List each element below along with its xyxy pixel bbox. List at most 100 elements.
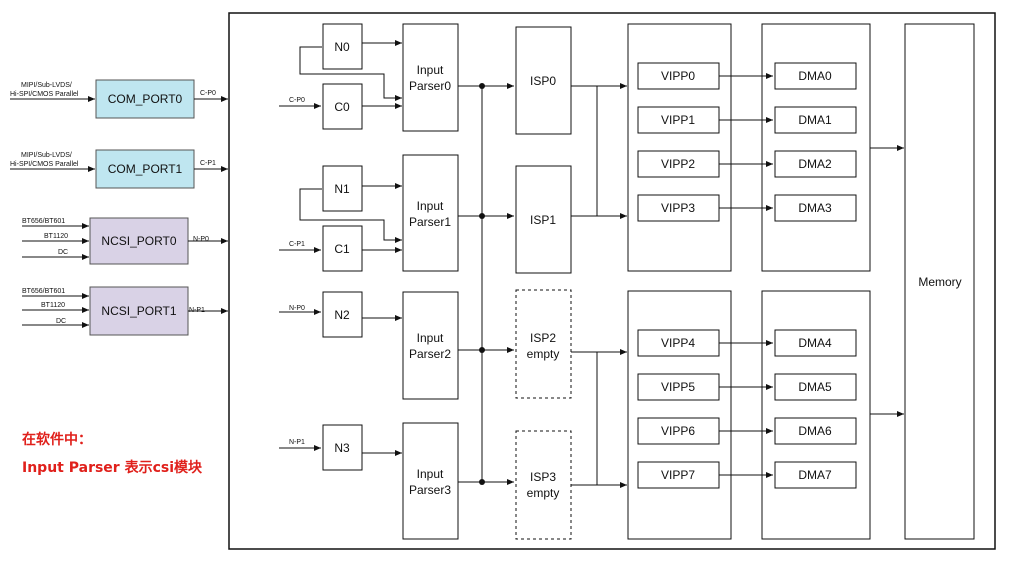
- dma-4-label: DMA4: [798, 336, 832, 350]
- dma-0: [774, 62, 857, 90]
- dma-6-label: DMA6: [798, 424, 832, 438]
- isp-3-empty: ISP3 empty: [515, 430, 572, 540]
- node-c0: [322, 83, 363, 130]
- svg-text:Parser3: Parser3: [409, 483, 451, 497]
- ncsi-port-1: BT656/BT601 BT1120 DC NCSI_PORT1 N-P1: [22, 286, 228, 336]
- svg-text:Parser1: Parser1: [409, 215, 451, 229]
- vipp-6: [637, 417, 720, 445]
- vipp-3: [637, 194, 720, 222]
- dma-memory-wiring: [870, 145, 904, 417]
- memory-label: Memory: [918, 275, 961, 289]
- vipp-2: [637, 150, 720, 178]
- vipp-group-bottom: [627, 290, 732, 540]
- dma-0-label: DMA0: [798, 69, 832, 83]
- dma-7: [774, 461, 857, 489]
- ncsi-port-0: BT656/BT601 BT1120 DC NCSI_PORT0 N-P0: [22, 217, 228, 265]
- dma-3: [774, 194, 857, 222]
- svg-text:empty: empty: [527, 347, 560, 361]
- node-n2: [322, 291, 363, 338]
- isp-2-empty: ISP2 empty: [515, 289, 572, 399]
- ncsi-port-0-input-label-2: BT1120: [44, 233, 68, 240]
- vipp-5-label: VIPP5: [661, 380, 695, 394]
- node-n3: [322, 424, 363, 471]
- node-c1-label: C1: [334, 242, 350, 256]
- com-port-0-input-label-2: Hi-SPI/CMOS Parallel: [10, 91, 79, 98]
- input-c-p0-label: C-P0: [289, 97, 305, 104]
- com-port-0-output-label: C-P0: [200, 90, 216, 97]
- svg-text:ISP1: ISP1: [530, 213, 556, 227]
- dma-1: [774, 106, 857, 134]
- note-line-2: Input Parser 表示csi模块: [22, 459, 203, 476]
- ncsi-port-1-input-label-1: BT656/BT601: [22, 288, 65, 295]
- com-port-1-input-label-2: Hi-SPI/CMOS Parallel: [10, 161, 79, 168]
- svg-text:Input: Input: [417, 63, 444, 77]
- isp-1: ISP1: [515, 165, 572, 274]
- parser-isp-crossbar: [458, 83, 514, 485]
- vipp-5: [637, 373, 720, 401]
- input-parser-1: Input Parser1: [402, 154, 459, 272]
- ncsi-port-1-input-label-2: BT1120: [41, 302, 65, 309]
- vipp-dma-rows: VIPP0 DMA0 VIPP1 DMA1 VIPP2 DMA2 VIPP3 D…: [637, 62, 857, 489]
- com-port-1-label: COM_PORT1: [108, 162, 183, 176]
- ncsi-port-1-label: NCSI_PORT1: [101, 304, 176, 318]
- node-n3-label: N3: [334, 441, 350, 455]
- svg-text:Parser2: Parser2: [409, 347, 451, 361]
- vipp-7: [637, 461, 720, 489]
- svg-text:Input: Input: [417, 199, 444, 213]
- group-1-wiring: [279, 183, 402, 253]
- node-n0: [322, 23, 363, 70]
- svg-text:ISP3: ISP3: [530, 470, 556, 484]
- com-port-0: MIPI/Sub-LVDS/ Hi-SPI/CMOS Parallel COM_…: [10, 79, 228, 119]
- dma-5: [774, 373, 857, 401]
- dma-3-label: DMA3: [798, 201, 832, 215]
- node-n1-label: N1: [334, 182, 350, 196]
- input-parser-2: Input Parser2: [402, 291, 459, 400]
- node-n1: [322, 165, 363, 212]
- isp-0: ISP0: [515, 26, 572, 135]
- ncsi-port-0-output-label: N-P0: [193, 236, 209, 243]
- vipp-1: [637, 106, 720, 134]
- node-c1: [322, 225, 363, 272]
- crossbar-junctions: [479, 83, 485, 485]
- ncsi-port-0-label: NCSI_PORT0: [101, 234, 176, 248]
- node-n2-label: N2: [334, 308, 350, 322]
- com-port-0-input-label-1: MIPI/Sub-LVDS/: [21, 82, 72, 89]
- vipp-0-label: VIPP0: [661, 69, 695, 83]
- ncsi-port-1-input-label-3: DC: [56, 318, 66, 325]
- input-n-p0-label: N-P0: [289, 305, 305, 312]
- vipp-2-label: VIPP2: [661, 157, 695, 171]
- svg-text:empty: empty: [527, 486, 560, 500]
- svg-text:Input: Input: [417, 331, 444, 345]
- input-parser-0: Input Parser0: [402, 23, 459, 132]
- dma-4: [774, 329, 857, 357]
- vipp-group-top: [627, 23, 732, 272]
- svg-text:ISP0: ISP0: [530, 74, 556, 88]
- ncsi-port-0-input-label-3: DC: [58, 249, 68, 256]
- dma-1-label: DMA1: [798, 113, 832, 127]
- vipp-0: [637, 62, 720, 90]
- com-port-1-output-label: C-P1: [200, 160, 216, 167]
- isp-vipp-wiring: [571, 83, 627, 488]
- dma-7-label: DMA7: [798, 468, 832, 482]
- svg-text:ISP2: ISP2: [530, 331, 556, 345]
- dma-2-label: DMA2: [798, 157, 832, 171]
- input-n-p1-label: N-P1: [289, 439, 305, 446]
- node-n0-label: N0: [334, 40, 350, 54]
- dma-group-top: [761, 23, 871, 272]
- node-c0-label: C0: [334, 100, 350, 114]
- com-port-0-label: COM_PORT0: [108, 92, 183, 106]
- vipp-1-label: VIPP1: [661, 113, 695, 127]
- com-port-1-input-label-1: MIPI/Sub-LVDS/: [21, 152, 72, 159]
- svg-text:Parser0: Parser0: [409, 79, 451, 93]
- note-line-1: 在软件中：: [22, 431, 92, 448]
- dma-2: [774, 150, 857, 178]
- input-c-p1-label: C-P1: [289, 241, 305, 248]
- dma-5-label: DMA5: [798, 380, 832, 394]
- vipp-7-label: VIPP7: [661, 468, 695, 482]
- vipp-3-label: VIPP3: [661, 201, 695, 215]
- memory-block: [904, 23, 975, 540]
- dma-6: [774, 417, 857, 445]
- ncsi-port-0-input-label-1: BT656/BT601: [22, 218, 65, 225]
- com-port-1: MIPI/Sub-LVDS/ Hi-SPI/CMOS Parallel COM_…: [10, 149, 228, 189]
